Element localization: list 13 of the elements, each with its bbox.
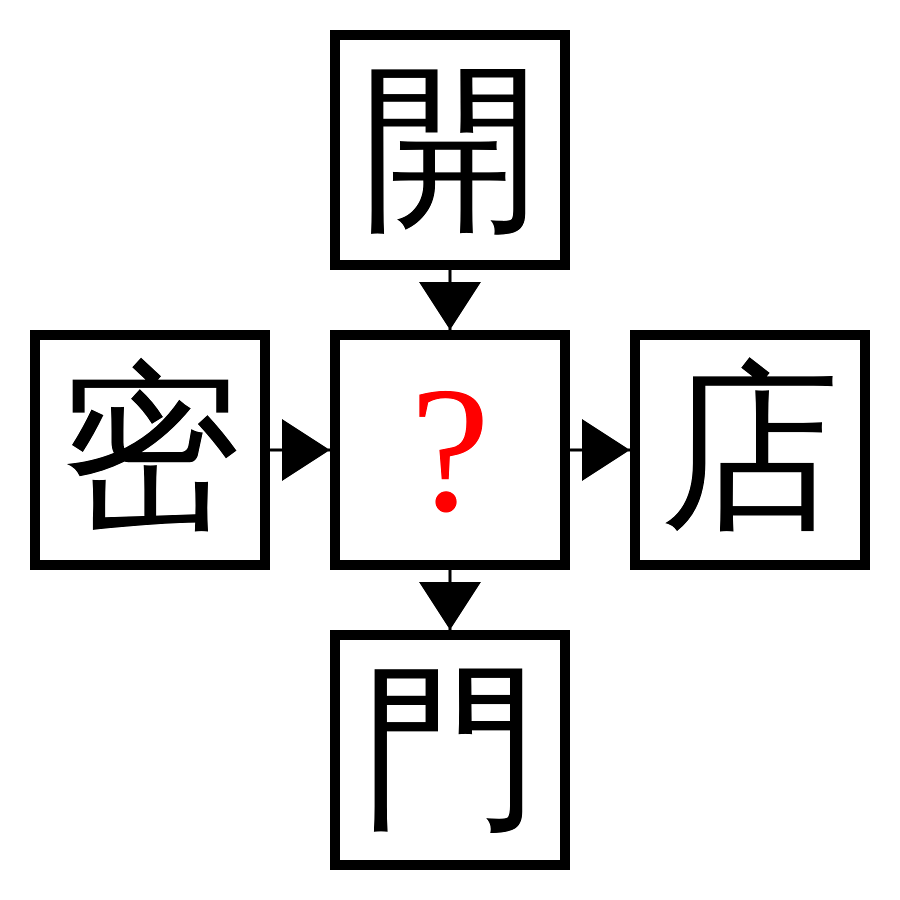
arrow [419, 270, 481, 330]
arrow [570, 419, 630, 481]
kanji-character: 門 [360, 660, 540, 840]
character-box [630, 330, 870, 570]
character-box [330, 30, 570, 270]
kanji-character: 密 [60, 360, 240, 540]
arrow [419, 570, 481, 630]
character-box [30, 330, 270, 570]
character-box [330, 330, 570, 570]
question-mark: ? [410, 360, 490, 540]
kanji-character: 開 [360, 60, 540, 240]
character-box [330, 630, 570, 870]
arrow [270, 419, 330, 481]
